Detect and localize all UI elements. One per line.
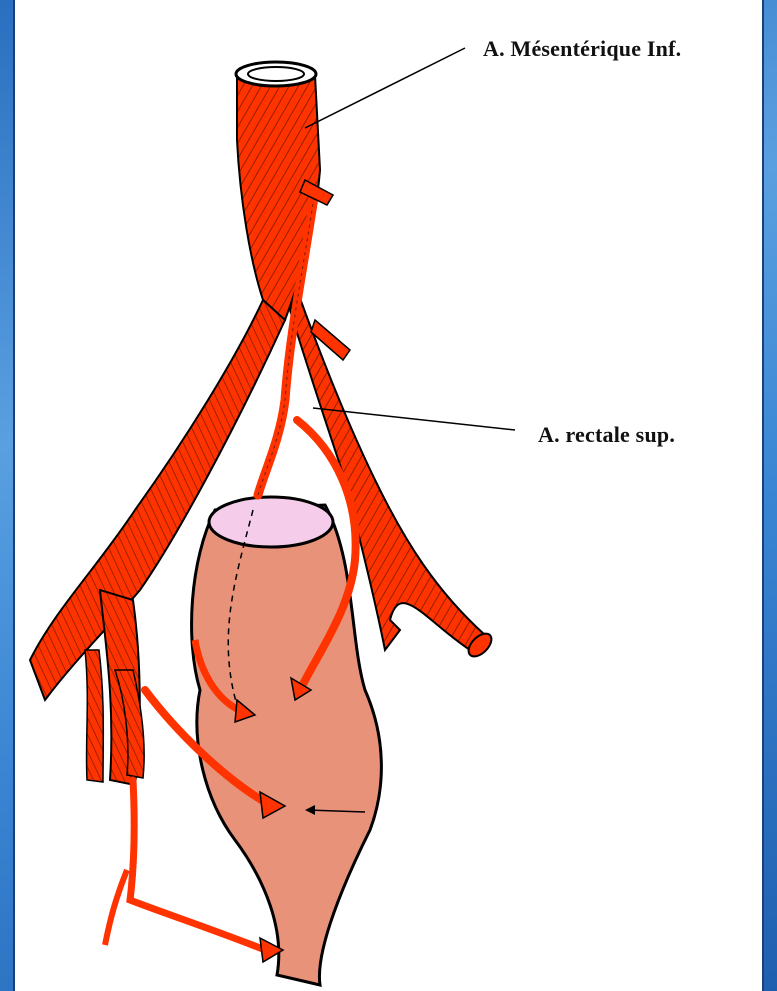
rectum-lumen (209, 497, 333, 547)
anatomy-diagram (15, 0, 764, 991)
label-superior-rectal-artery: A. rectale sup. (538, 422, 675, 448)
ima-pointer (305, 48, 465, 128)
label-inferior-mesenteric-artery: A. Mésentérique Inf. (483, 36, 681, 62)
left-frame (0, 0, 13, 991)
ima-trunk (237, 75, 320, 320)
figure-panel: A. Mésentérique Inf. A. rectale sup. (13, 0, 764, 991)
